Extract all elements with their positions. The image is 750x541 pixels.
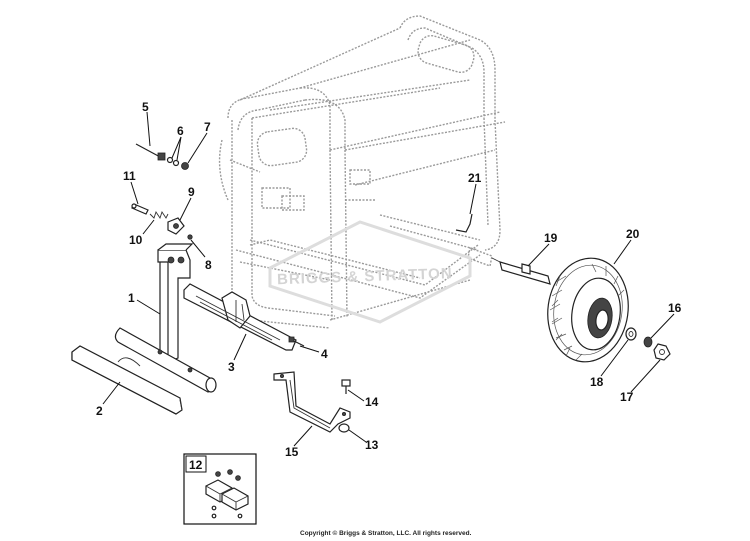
callout-12[interactable]: 12 xyxy=(189,458,203,472)
callout-15[interactable]: 15 xyxy=(285,445,299,459)
part-1-tube xyxy=(114,327,217,393)
part-15-bracket xyxy=(273,371,351,433)
part-5-bolt xyxy=(135,143,166,161)
callout-13[interactable]: 13 xyxy=(365,438,379,452)
watermark-text: BRIGGS & STRATTON xyxy=(277,265,453,288)
callout-21[interactable]: 21 xyxy=(468,171,482,185)
part-8-screw xyxy=(187,234,193,240)
part-1-leg xyxy=(157,243,194,363)
leader-lines xyxy=(102,111,675,447)
part-16-washer xyxy=(643,336,653,348)
part-6-washers xyxy=(166,156,180,167)
callout-10[interactable]: 10 xyxy=(129,233,143,247)
part-13-nut xyxy=(338,423,350,433)
part-20-wheel xyxy=(547,257,629,363)
part-3-rail xyxy=(183,283,297,351)
callout-labels: 5 6 7 11 9 10 8 1 2 3 4 14 13 15 21 19 2… xyxy=(96,100,682,472)
callout-16[interactable]: 16 xyxy=(668,301,682,315)
part-7-nut xyxy=(181,162,189,170)
callout-18[interactable]: 18 xyxy=(590,375,604,389)
part-4-bolt xyxy=(288,336,305,347)
watermark-logo: BRIGGS & STRATTON xyxy=(268,220,472,324)
generator-frame xyxy=(218,15,506,329)
callout-7[interactable]: 7 xyxy=(204,120,211,134)
part-10-spring xyxy=(149,210,169,220)
copyright-notice: Copyright © Briggs & Stratton, LLC. All … xyxy=(300,530,472,537)
part-17-nut xyxy=(653,343,671,361)
callout-2[interactable]: 2 xyxy=(96,404,103,418)
callout-20[interactable]: 20 xyxy=(626,227,640,241)
callout-5[interactable]: 5 xyxy=(142,100,149,114)
callout-9[interactable]: 9 xyxy=(188,185,195,199)
callout-17[interactable]: 17 xyxy=(620,390,634,404)
part-2-foot xyxy=(71,345,183,415)
part-14-bolt xyxy=(341,379,351,394)
callout-4[interactable]: 4 xyxy=(321,347,328,361)
callout-6[interactable]: 6 xyxy=(177,124,184,138)
part-11-pin xyxy=(131,203,149,215)
part-9-knob xyxy=(167,217,185,235)
callout-14[interactable]: 14 xyxy=(365,395,379,409)
part-12-kit xyxy=(183,453,257,525)
part-18-washer xyxy=(625,327,637,341)
callout-1[interactable]: 1 xyxy=(128,291,135,305)
callout-19[interactable]: 19 xyxy=(544,231,558,245)
callout-11[interactable]: 11 xyxy=(123,169,136,183)
callout-8[interactable]: 8 xyxy=(205,258,212,272)
callout-3[interactable]: 3 xyxy=(228,360,235,374)
part-19-axle xyxy=(491,257,551,285)
part-21-clip xyxy=(455,213,473,233)
